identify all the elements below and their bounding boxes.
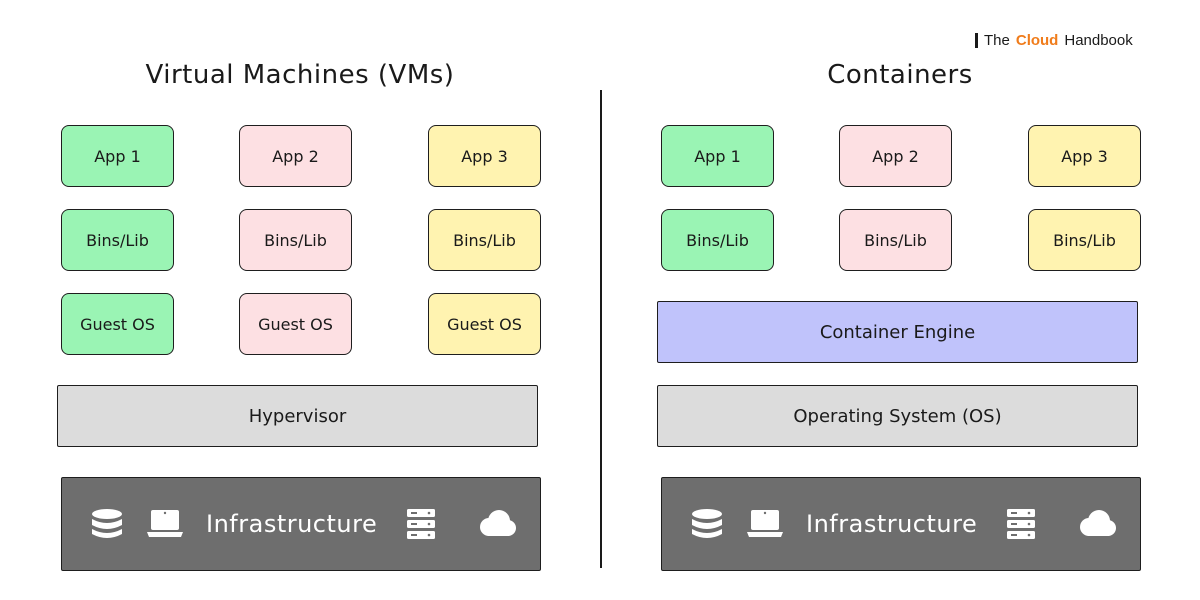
brand-suffix: Handbook	[1064, 32, 1133, 49]
vm-infrastructure-layer: Infrastructure	[61, 477, 541, 571]
cloud-icon	[1076, 509, 1118, 539]
container-app-2: App 2	[839, 125, 952, 187]
vm-bins-lib-2: Bins/Lib	[239, 209, 352, 271]
container-app-3: App 3	[1028, 125, 1141, 187]
vm-app-3: App 3	[428, 125, 541, 187]
vm-bins-lib-3: Bins/Lib	[428, 209, 541, 271]
laptop-icon	[146, 508, 184, 540]
container-bins-lib-2: Bins/Lib	[839, 209, 952, 271]
container-app-1: App 1	[661, 125, 774, 187]
section-divider	[600, 90, 602, 568]
database-icon	[690, 507, 724, 541]
container-engine-layer: Container Engine	[657, 301, 1138, 363]
vm-app-1: App 1	[61, 125, 174, 187]
container-infrastructure-layer: Infrastructure	[661, 477, 1141, 571]
vm-guest-os-3: Guest OS	[428, 293, 541, 355]
brand-accent: Cloud	[1015, 32, 1059, 49]
laptop-icon	[746, 508, 784, 540]
container-bins-lib-1: Bins/Lib	[661, 209, 774, 271]
container-infrastructure-label: Infrastructure	[806, 510, 978, 538]
brand-logo: The Cloud Handbook	[975, 32, 1133, 49]
brand-bar	[975, 33, 978, 48]
brand-prefix: The	[984, 32, 1010, 49]
vm-guest-os-2: Guest OS	[239, 293, 352, 355]
vm-infrastructure-label: Infrastructure	[206, 510, 378, 538]
cloud-icon	[476, 509, 518, 539]
container-bins-lib-3: Bins/Lib	[1028, 209, 1141, 271]
vm-title: Virtual Machines (VMs)	[145, 60, 455, 90]
vm-guest-os-1: Guest OS	[61, 293, 174, 355]
hypervisor-layer: Hypervisor	[57, 385, 538, 447]
database-icon	[90, 507, 124, 541]
containers-title: Containers	[827, 60, 973, 90]
vm-app-2: App 2	[239, 125, 352, 187]
vm-bins-lib-1: Bins/Lib	[61, 209, 174, 271]
server-icon	[1006, 508, 1036, 540]
server-icon	[406, 508, 436, 540]
operating-system-layer: Operating System (OS)	[657, 385, 1138, 447]
